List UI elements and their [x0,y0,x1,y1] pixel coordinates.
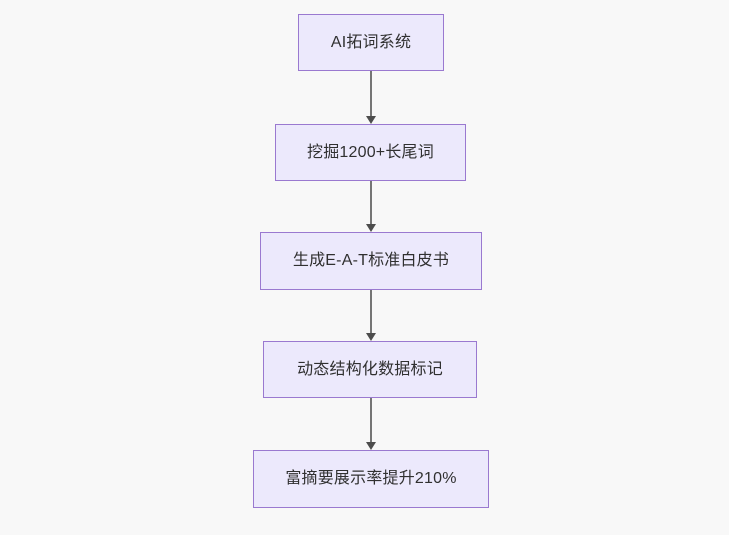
flow-node-eat-whitepaper[interactable]: 生成E-A-T标准白皮书 [260,232,482,290]
arrowhead-icon [366,116,376,124]
flow-node-label: 生成E-A-T标准白皮书 [292,252,450,270]
flow-node-rich-snippet-uplift[interactable]: 富摘要展示率提升210% [253,450,489,508]
edge-line [370,181,372,224]
arrowhead-icon [366,333,376,341]
flow-node-structured-data-markup[interactable]: 动态结构化数据标记 [263,341,477,398]
edge-line [370,290,372,333]
flow-node-ai-keyword-system[interactable]: AI拓词系统 [298,14,444,71]
flow-node-label: 富摘要展示率提升210% [285,470,457,488]
flow-node-label: 挖掘1200+长尾词 [307,143,434,161]
edge-line [370,71,372,116]
arrowhead-icon [366,442,376,450]
edge-line [370,398,372,442]
flow-node-label: 动态结构化数据标记 [297,360,443,378]
flow-node-longtail-keywords[interactable]: 挖掘1200+长尾词 [275,124,466,181]
flow-node-label: AI拓词系统 [330,33,412,51]
arrowhead-icon [366,224,376,232]
